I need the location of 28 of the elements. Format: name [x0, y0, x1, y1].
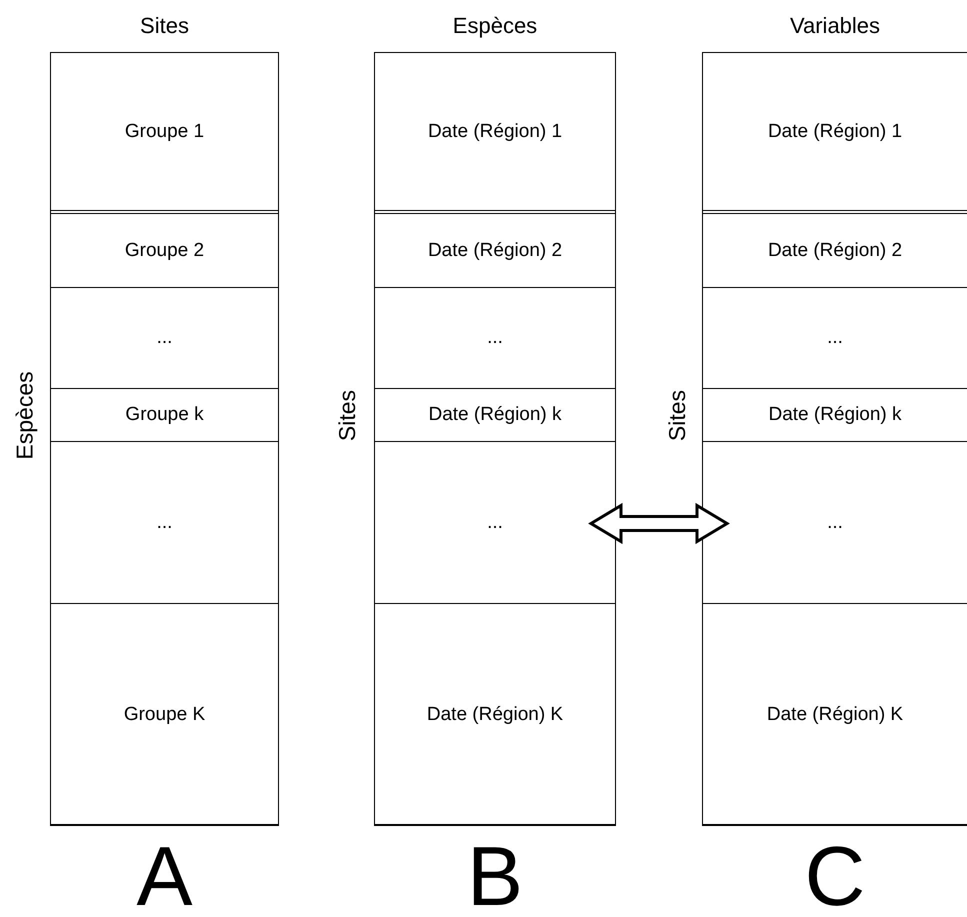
row-axis-label: Sites — [334, 389, 361, 441]
panel-letter: A — [136, 834, 193, 917]
cell-text: ... — [487, 512, 503, 534]
cell-text: ... — [827, 327, 843, 349]
cell-text: Date (Région) k — [428, 404, 562, 426]
cell-text: Groupe 1 — [124, 120, 204, 142]
double-arrow — [588, 502, 730, 544]
cell-text: Date (Région) k — [768, 404, 902, 426]
cell-text: Date (Région) 2 — [768, 240, 902, 262]
cell-text: ... — [487, 327, 503, 349]
cell-text: Groupe 2 — [124, 240, 204, 262]
cell-text: ... — [827, 512, 843, 534]
cell-text: Date (Région) K — [766, 704, 904, 726]
panel-letter: C — [804, 834, 866, 917]
cell-text: ... — [156, 512, 172, 534]
row-axis-label: Espèces — [12, 370, 39, 460]
column-heading: Sites — [140, 13, 189, 39]
cell-text: Groupe k — [125, 404, 204, 426]
panel-letter: B — [466, 834, 524, 917]
cell-text: Date (Région) K — [426, 704, 564, 726]
row-axis-label: Sites — [664, 389, 691, 441]
cell-text: Date (Région) 1 — [768, 120, 902, 142]
cell-text: Groupe K — [124, 704, 206, 726]
cell-text: Date (Région) 1 — [428, 120, 562, 142]
column-heading: Espèces — [452, 13, 538, 39]
cell-text: Date (Région) 2 — [428, 240, 562, 262]
column-heading: Variables — [790, 13, 880, 39]
cell-text: ... — [156, 327, 172, 349]
